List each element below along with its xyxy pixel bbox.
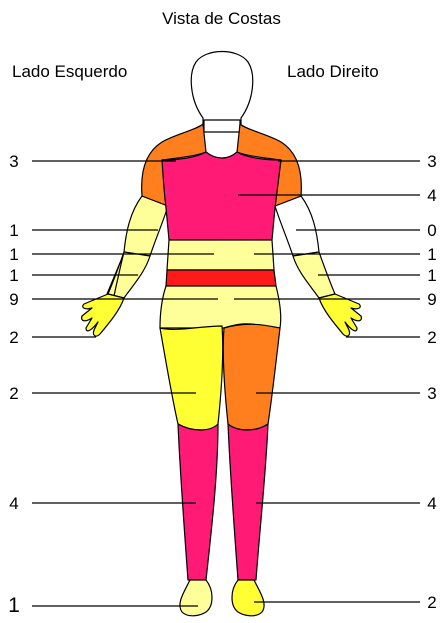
value-label-upper-back: 4 xyxy=(427,186,436,205)
value-label-left-foot: 1 xyxy=(8,594,20,617)
value-label-left-thigh: 2 xyxy=(9,384,18,403)
value-label-left-shoulder: 3 xyxy=(9,152,18,171)
value-label-lower-back-left: 9 xyxy=(9,290,18,309)
value-label-left-upper-arm: 1 xyxy=(9,221,18,240)
region-right-hand[interactable] xyxy=(319,294,361,336)
value-label-left-hand: 2 xyxy=(9,328,18,347)
region-right-upper-arm[interactable] xyxy=(275,196,319,256)
value-label-left-forearm: 1 xyxy=(9,266,18,285)
value-label-left-calf: 4 xyxy=(9,494,18,513)
region-mid-back[interactable] xyxy=(167,240,274,270)
value-label-right-upper-arm: 0 xyxy=(427,221,436,240)
value-label-lower-back-right: 9 xyxy=(427,290,436,309)
region-left-thigh[interactable] xyxy=(160,326,223,430)
region-left-upper-arm[interactable] xyxy=(124,196,168,256)
value-label-right-foot: 2 xyxy=(427,593,436,612)
region-left-foot[interactable] xyxy=(180,580,212,616)
region-left-calf[interactable] xyxy=(178,424,218,580)
value-label-mid-back-right: 1 xyxy=(427,245,436,264)
value-label-right-calf: 4 xyxy=(427,494,436,513)
value-label-right-hand: 2 xyxy=(427,328,436,347)
region-right-foot[interactable] xyxy=(232,580,264,616)
region-lower-back[interactable] xyxy=(166,270,276,286)
neck xyxy=(204,120,240,132)
region-left-hand[interactable] xyxy=(82,294,124,336)
region-right-thigh[interactable] xyxy=(223,324,280,430)
value-label-right-thigh: 3 xyxy=(427,384,436,403)
value-label-right-forearm: 1 xyxy=(427,266,436,285)
value-label-mid-back-left: 1 xyxy=(9,245,18,264)
region-hips[interactable] xyxy=(160,286,281,328)
region-right-calf[interactable] xyxy=(228,424,268,580)
value-label-right-shoulder: 3 xyxy=(427,152,436,171)
region-upper-back[interactable] xyxy=(162,152,281,240)
head-outline xyxy=(191,52,252,129)
